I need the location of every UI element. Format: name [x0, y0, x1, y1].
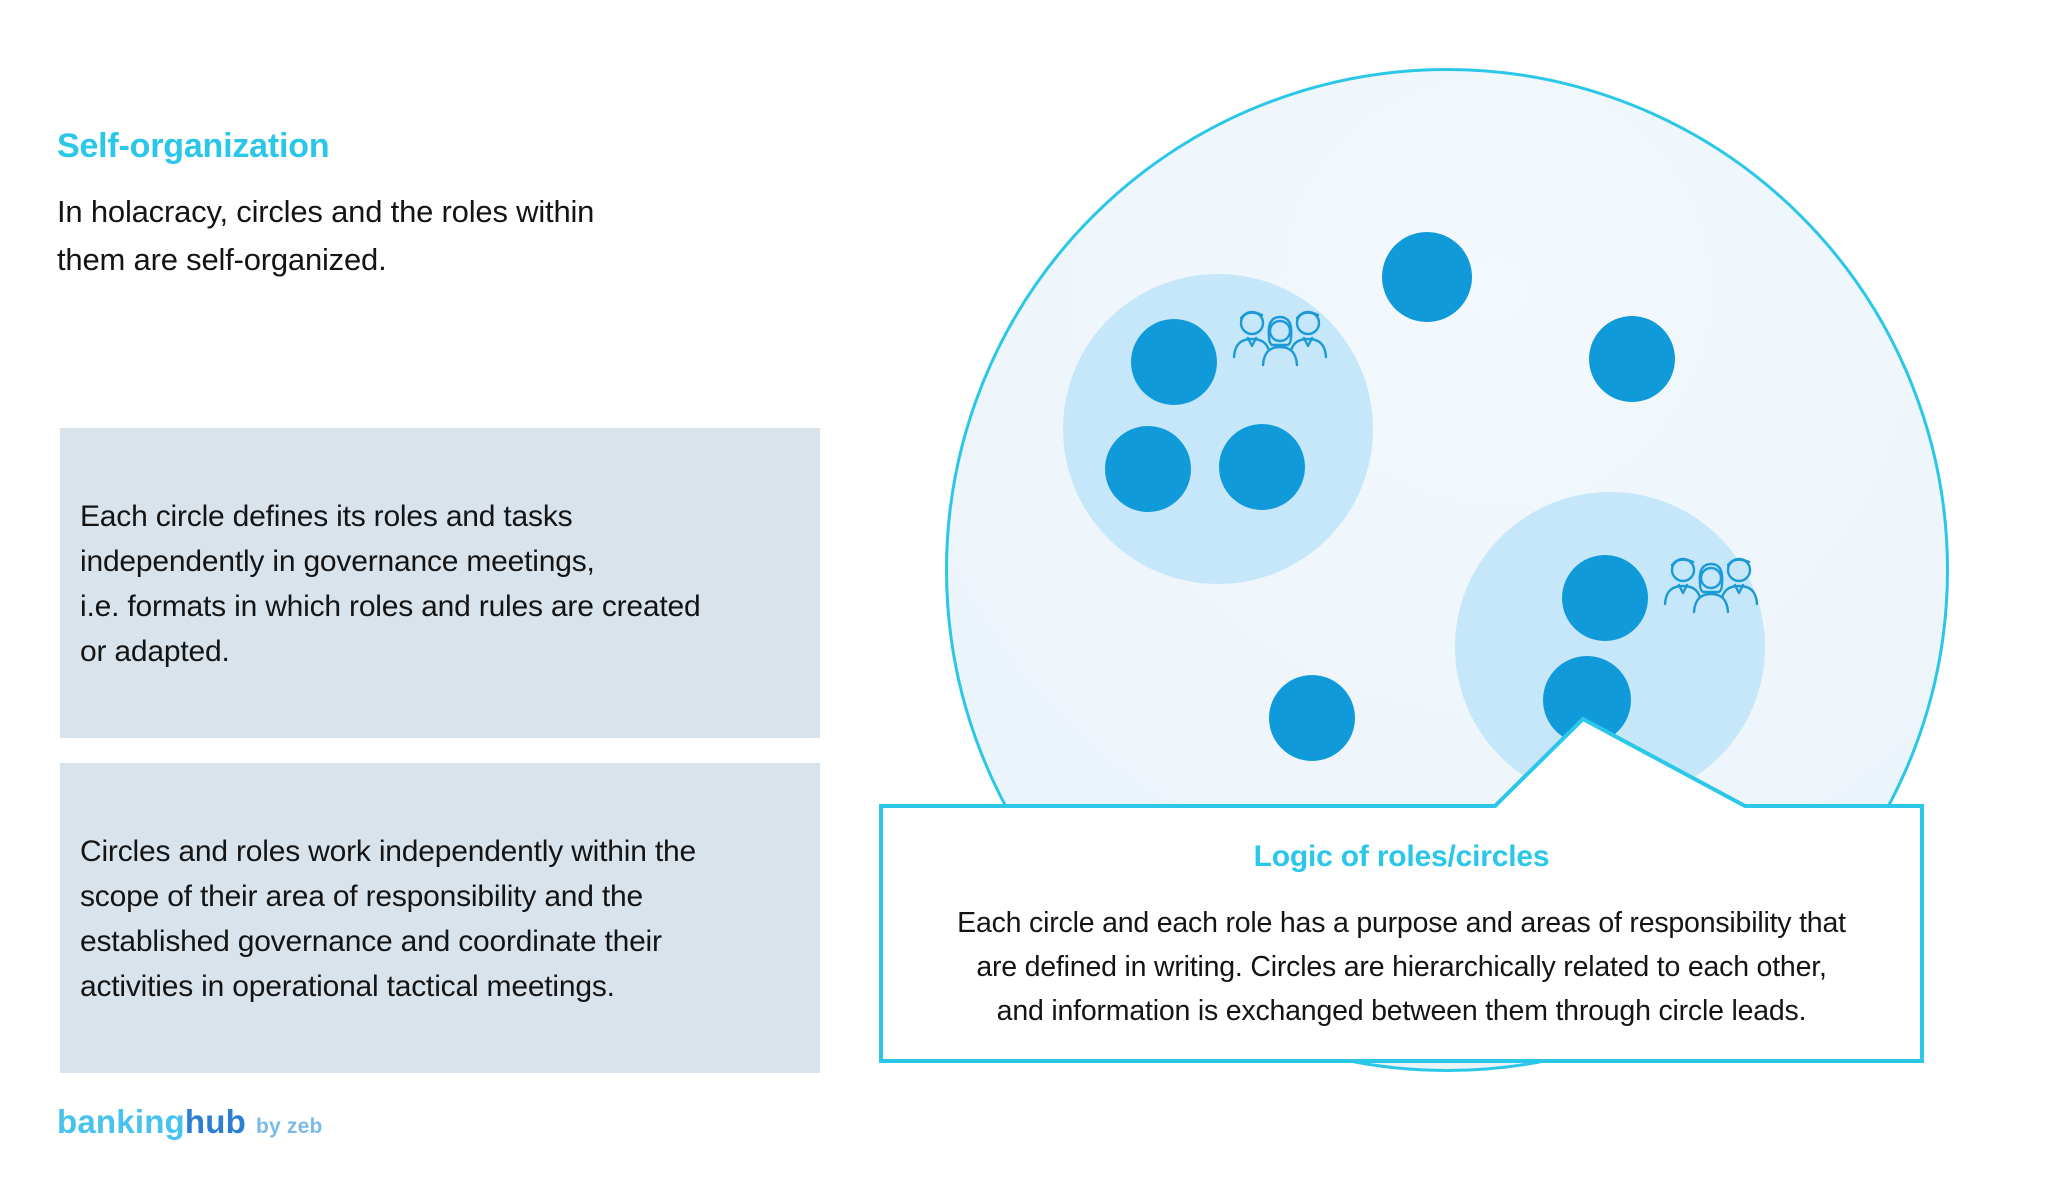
logo-banking-text: banking — [57, 1103, 185, 1140]
info-box-governance-meetings: Each circle defines its roles and tasks … — [60, 428, 820, 738]
callout-line: and information is exchanged between the… — [996, 995, 1807, 1027]
person-outline-icon — [1261, 315, 1299, 367]
info-box-line: i.e. formats in which roles and rules ar… — [80, 590, 701, 623]
info-box-line: activities in operational tactical meeti… — [80, 970, 615, 1003]
callout-line: are defined in writing. Circles are hier… — [976, 951, 1827, 983]
team-icon — [1663, 557, 1759, 614]
intro-line: them are self-organized. — [57, 242, 387, 277]
page-title: Self-organization — [57, 127, 330, 165]
info-box-line: established governance and coordinate th… — [80, 925, 662, 958]
info-box-line: scope of their area of responsibility an… — [80, 880, 644, 913]
info-box-line: Each circle defines its roles and tasks — [80, 500, 573, 533]
role-circle — [1589, 316, 1675, 402]
info-box-tactical-meetings: Circles and roles work independently wit… — [60, 763, 820, 1073]
logo-hub-text: hub — [184, 1103, 246, 1140]
logo-byzeb-text: by zeb — [255, 1115, 323, 1138]
person-outline-icon — [1663, 557, 1703, 606]
role-circle — [1219, 424, 1305, 510]
sub-circle-left — [1063, 274, 1373, 584]
bankinghub-logo: banking hub by zeb — [57, 1103, 323, 1141]
team-icon — [1232, 310, 1328, 367]
role-circle — [1269, 675, 1355, 761]
info-box-line: independently in governance meetings, — [80, 545, 595, 578]
role-circle — [1562, 555, 1648, 641]
person-outline-icon — [1232, 310, 1272, 359]
callout-title: Logic of roles/circles — [1253, 840, 1550, 873]
role-circle — [1131, 319, 1217, 405]
intro-paragraph: In holacracy, circles and the roles with… — [57, 188, 594, 284]
callout-body: Each circle and each role has a purpose … — [881, 901, 1922, 1033]
intro-line: In holacracy, circles and the roles with… — [57, 194, 595, 229]
person-outline-icon — [1288, 310, 1328, 359]
info-box-line: Circles and roles work independently wit… — [80, 835, 696, 868]
role-circle — [1382, 232, 1472, 322]
info-box-line: or adapted. — [80, 635, 230, 668]
role-circle — [1105, 426, 1191, 512]
person-outline-icon — [1692, 562, 1730, 614]
callout-bubble-shape — [879, 716, 1924, 1063]
person-outline-icon — [1719, 557, 1759, 606]
callout-line: Each circle and each role has a purpose … — [957, 907, 1846, 939]
